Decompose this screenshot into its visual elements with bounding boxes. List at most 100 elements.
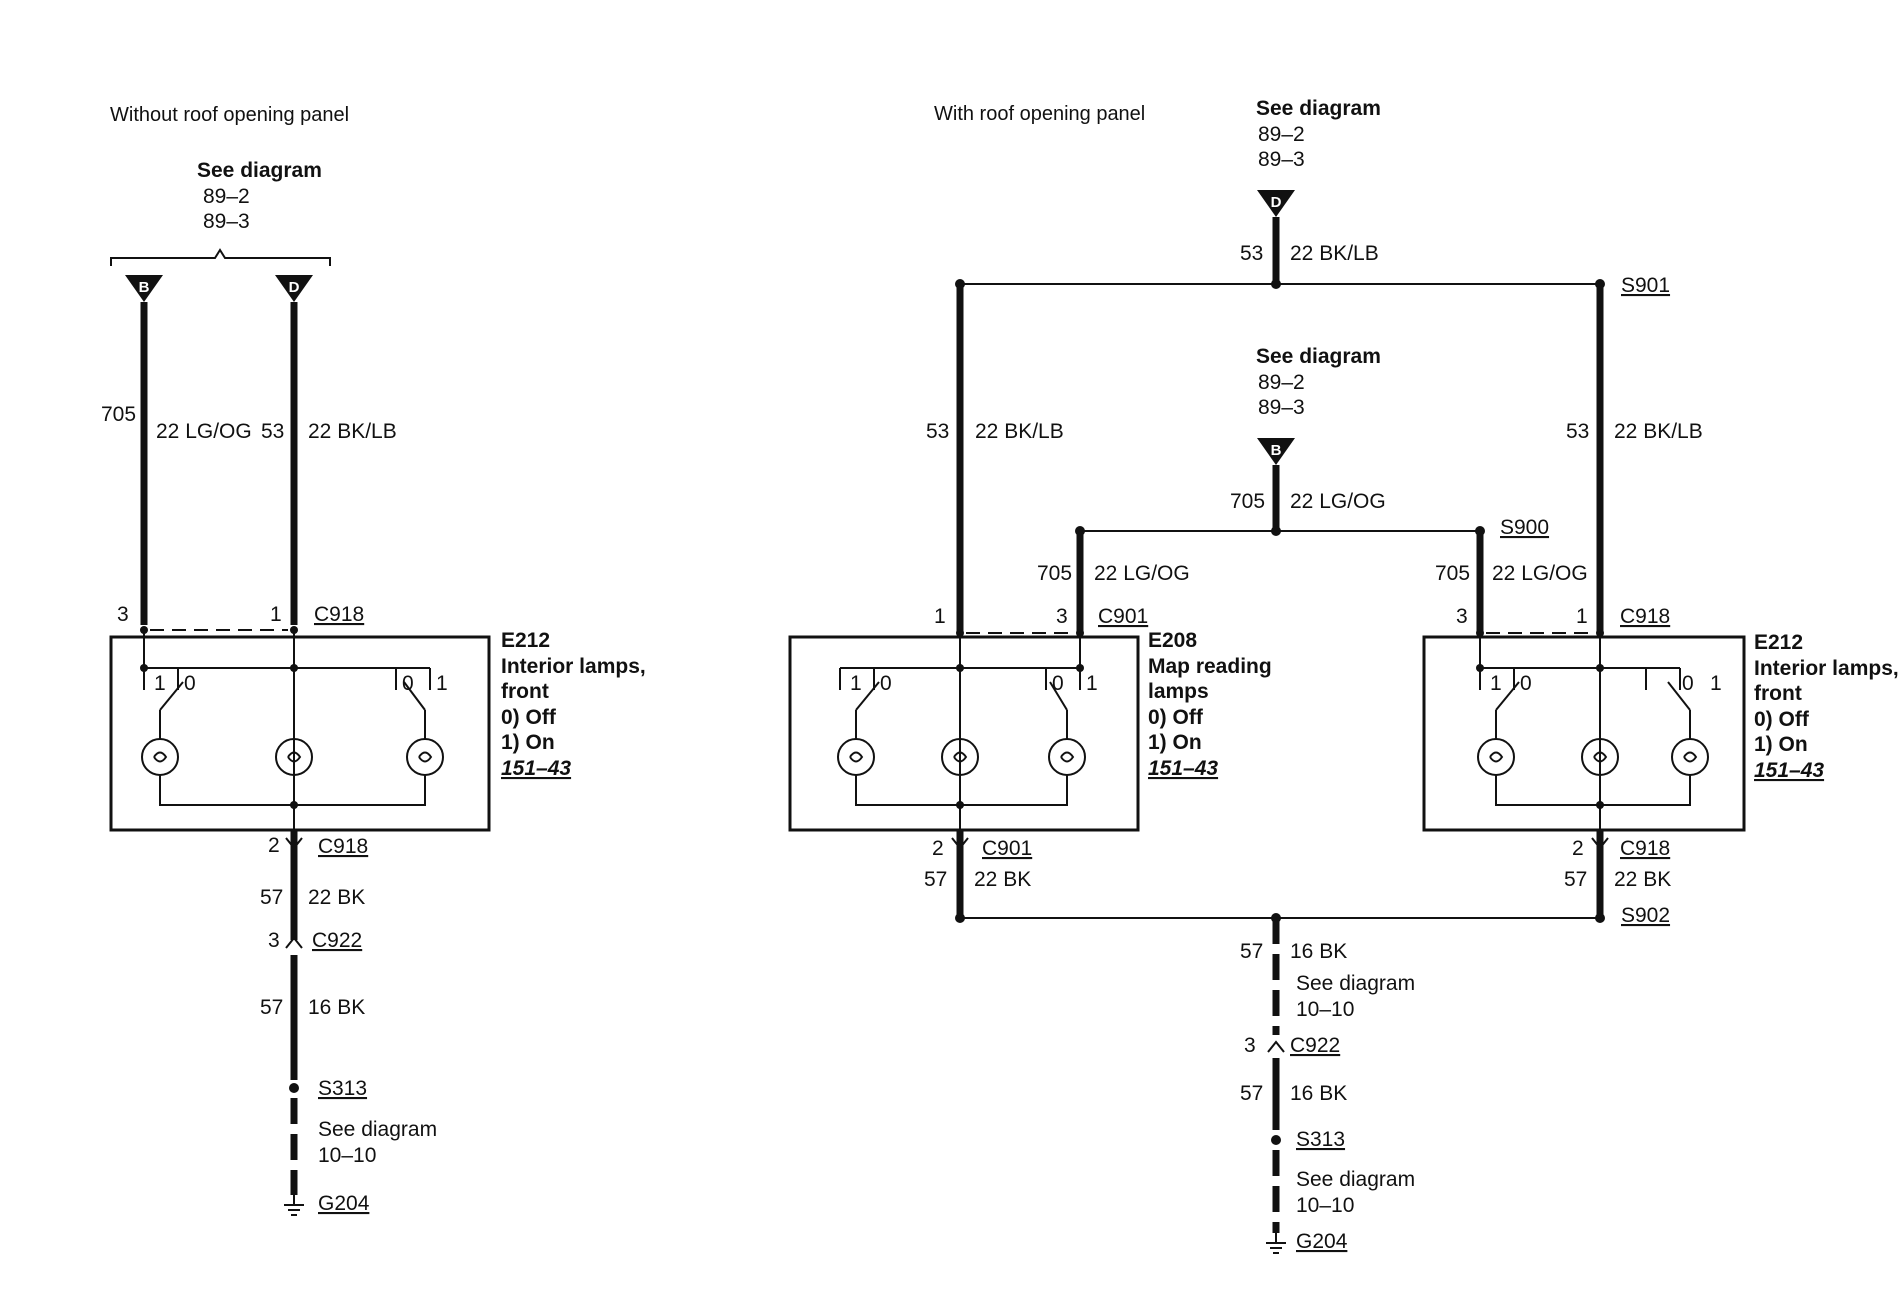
left-see-diagram-label: See diagram — [197, 159, 322, 182]
left-wire-705-spec: 22 LG/OG — [156, 420, 252, 443]
e212r-wire-spec: 22 BK — [1614, 868, 1671, 891]
right-conn-c922: C922 — [1290, 1034, 1340, 1057]
e208-lamp-1-icon — [837, 738, 875, 776]
svg-text:0: 0 — [1520, 672, 1532, 695]
e212r-pin-2: 2 — [1572, 837, 1584, 860]
left-bracket — [110, 248, 331, 266]
e212r-state1: 1) On — [1754, 733, 1808, 756]
e212r-pin-1: 1 — [1576, 605, 1588, 628]
e208-state0: 0) Off — [1148, 706, 1204, 729]
right-see-diagram4-ref: 10–10 — [1296, 1194, 1354, 1217]
right-wire-mid-705-circuit: 705 — [1230, 490, 1265, 513]
svg-text:B: B — [1271, 442, 1282, 459]
e208-conn-c901-bottom: C901 — [982, 837, 1032, 860]
svg-text:0: 0 — [402, 672, 414, 695]
left-splice-s313: S313 — [318, 1077, 367, 1100]
e208-id: E208 — [1148, 629, 1197, 652]
left-e212-ref: 151–43 — [501, 757, 571, 780]
e208-wire-spec: 22 BK — [974, 868, 1031, 891]
e208-wire-circuit: 57 — [924, 868, 947, 891]
right-wire-right-53-circuit: 53 — [1566, 420, 1589, 443]
e212r-ref: 151–43 — [1754, 759, 1824, 782]
left-panel: Without roof opening panel See diagram 8… — [101, 104, 646, 1216]
e208-pin-2: 2 — [932, 837, 944, 860]
right-ground-g204: G204 — [1296, 1230, 1348, 1253]
right-see-diagram3-ref: 10–10 — [1296, 998, 1354, 1021]
e212r-id: E212 — [1754, 631, 1803, 654]
e208-line1: Map reading — [1148, 655, 1272, 678]
svg-text:1: 1 — [436, 672, 448, 695]
svg-text:1: 1 — [154, 672, 166, 695]
left-see-diagram-ref2: 89–3 — [203, 210, 250, 233]
svg-text:0: 0 — [1052, 672, 1064, 695]
left-lamp-1-icon — [141, 738, 179, 776]
right-see-diagram-top-ref1: 89–2 — [1258, 123, 1305, 146]
e212r-lamp-3-icon — [1671, 738, 1709, 776]
left-e212-state0: 0) Off — [501, 706, 557, 729]
right-wire-left-53-circuit: 53 — [926, 420, 949, 443]
svg-text:1: 1 — [1086, 672, 1098, 695]
left-wire-705-circuit: 705 — [101, 403, 136, 426]
left-conn-c918-bottom: C918 — [318, 835, 368, 858]
left-e212-line2: front — [501, 680, 549, 703]
left-wire-57a-circuit: 57 — [260, 886, 283, 909]
right-splice-s901: S901 — [1621, 274, 1670, 297]
left-pin-3b: 3 — [268, 929, 280, 952]
left-see-diagram2-ref: 10–10 — [318, 1144, 376, 1167]
e212-right-component: 3 1 C918 1 0 — [1422, 605, 1898, 915]
right-wire-mid-705-spec: 22 LG/OG — [1290, 490, 1386, 513]
left-e212-id: E212 — [501, 629, 550, 652]
right-ground-icon — [1266, 1233, 1286, 1254]
left-e212-state1: 1) On — [501, 731, 555, 754]
left-e212-line1: Interior lamps, — [501, 655, 646, 678]
left-ground-icon — [284, 1195, 304, 1216]
e212r-conn-c918-top: C918 — [1620, 605, 1670, 628]
e212r-switch-1: 1 0 — [1479, 668, 1532, 740]
svg-text:0: 0 — [184, 672, 196, 695]
right-connector-b: B — [1257, 438, 1295, 465]
right-wire-e212-705-circuit: 705 — [1435, 562, 1470, 585]
e208-box — [788, 635, 1140, 832]
svg-text:D: D — [1271, 194, 1282, 211]
e212r-pin-3: 3 — [1456, 605, 1468, 628]
left-switch-1: 1 0 — [143, 668, 196, 740]
right-wire-top-spec: 22 BK/LB — [1290, 242, 1379, 265]
right-pin-3c: 3 — [1244, 1034, 1256, 1057]
e212r-wire-circuit: 57 — [1564, 868, 1587, 891]
right-wire-e212-705-spec: 22 LG/OG — [1492, 562, 1588, 585]
left-connector-d: D — [275, 275, 313, 302]
svg-text:0: 0 — [880, 672, 892, 695]
e208-pin-1: 1 — [934, 605, 946, 628]
e212r-lamp-1-icon — [1477, 738, 1515, 776]
svg-text:1: 1 — [850, 672, 862, 695]
right-splice-s313: S313 — [1296, 1128, 1345, 1151]
right-splice-s313-dot — [1271, 1135, 1281, 1145]
left-wire-57b-spec: 16 BK — [308, 996, 365, 1019]
left-panel-title: Without roof opening panel — [110, 104, 349, 126]
right-see-diagram-mid-ref2: 89–3 — [1258, 396, 1305, 419]
left-see-diagram-ref1: 89–2 — [203, 185, 250, 208]
right-see-diagram-mid-ref1: 89–2 — [1258, 371, 1305, 394]
right-see-diagram-top-ref2: 89–3 — [1258, 148, 1305, 171]
e212r-line2: front — [1754, 682, 1802, 705]
svg-text:1: 1 — [1710, 672, 1722, 695]
svg-text:B: B — [139, 279, 150, 296]
left-connector-b: B — [125, 275, 163, 302]
e208-pin-3: 3 — [1056, 605, 1068, 628]
right-wire-e208-705-spec: 22 LG/OG — [1094, 562, 1190, 585]
right-wire-57c-circuit: 57 — [1240, 940, 1263, 963]
left-wire-53-circuit: 53 — [261, 420, 284, 443]
left-see-diagram2-label: See diagram — [318, 1118, 437, 1141]
e212r-switch-2: 0 1 — [1645, 668, 1722, 740]
e208-lamp-3-icon — [1048, 738, 1086, 776]
left-pin-1: 1 — [270, 603, 282, 626]
left-wire-53-spec: 22 BK/LB — [308, 420, 397, 443]
e208-component: 1 3 C901 1 0 — [788, 605, 1272, 915]
e208-switch-2: 0 1 — [1045, 668, 1098, 740]
e208-conn-c901-top: C901 — [1098, 605, 1148, 628]
right-wire-57d-spec: 16 BK — [1290, 1082, 1347, 1105]
right-wire-left-53-spec: 22 BK/LB — [975, 420, 1064, 443]
svg-text:0: 0 — [1682, 672, 1694, 695]
right-panel: With roof opening panel See diagram 89–2… — [788, 97, 1898, 1254]
right-wire-top-circuit: 53 — [1240, 242, 1263, 265]
